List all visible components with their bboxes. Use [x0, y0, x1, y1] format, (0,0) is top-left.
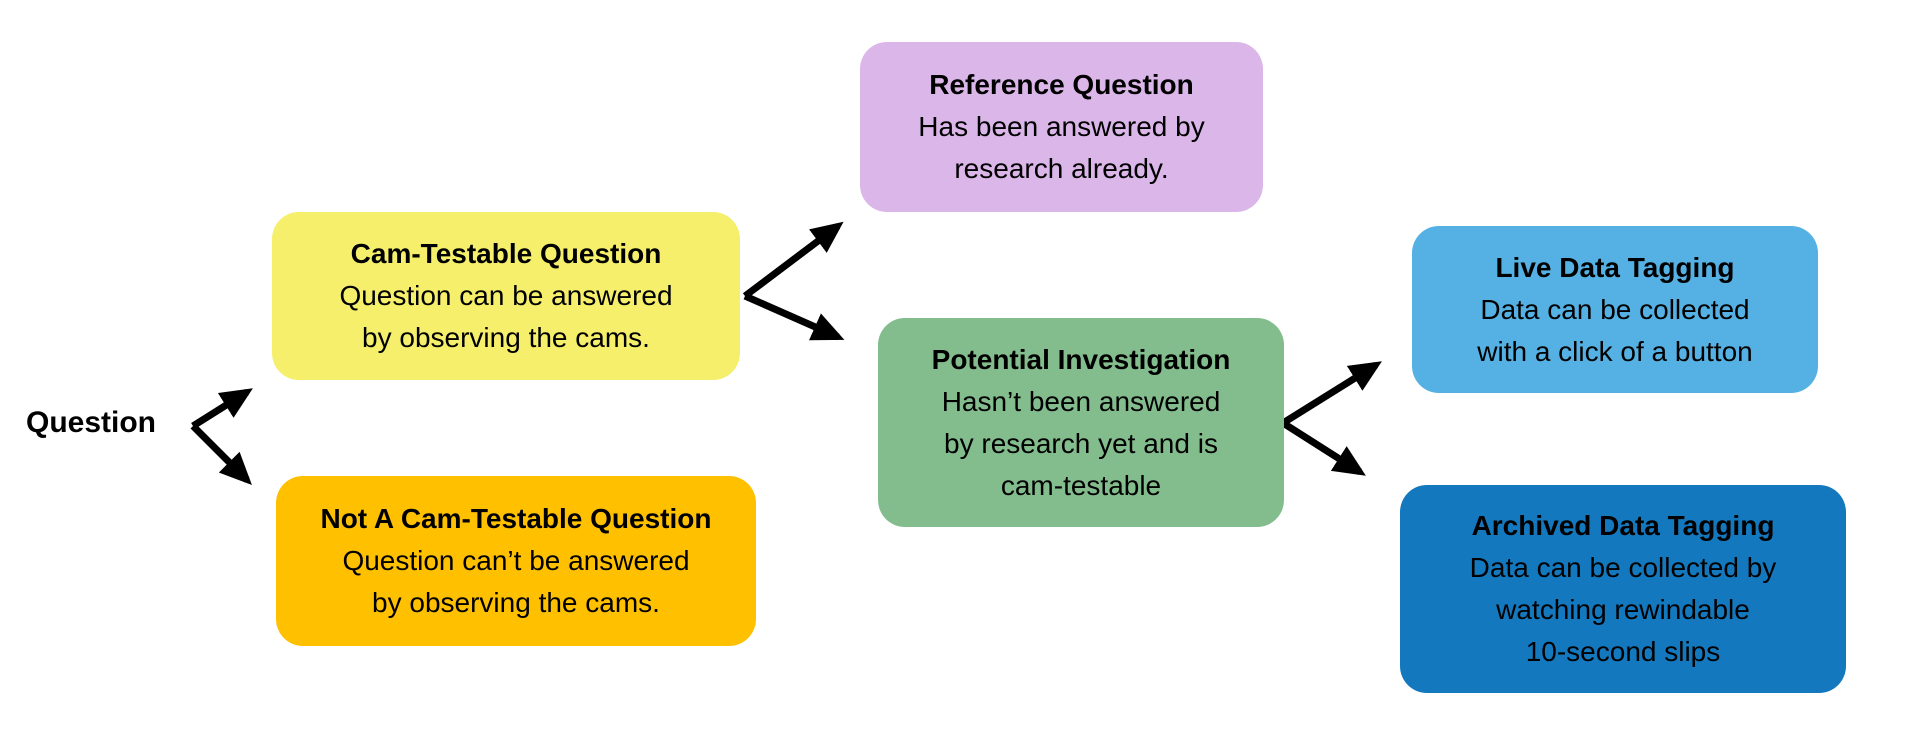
arrow-potential-to-live-tagging — [1281, 361, 1382, 426]
node-not-a-cam-testable-question: Not A Cam-Testable Question Question can… — [276, 476, 756, 646]
node-description: Data can be collected with a click of a … — [1477, 293, 1753, 367]
node-live-data-tagging: Live Data Tagging Data can be collected … — [1412, 226, 1818, 393]
node-title: Cam-Testable Question — [350, 238, 662, 269]
node-title: Potential Investigation — [931, 343, 1231, 375]
arrow-cam-testable-to-reference — [742, 221, 844, 299]
node-title: Archived Data Tagging — [1471, 510, 1775, 541]
node-title: Not A Cam-Testable Question — [320, 503, 712, 534]
node-description: Hasn’t been answered by research yet and… — [941, 385, 1221, 501]
node-description: Has been answered by research already. — [918, 111, 1205, 184]
node-reference-question: Reference Question Has been answered by … — [860, 42, 1263, 212]
root-node-question: Question — [26, 406, 157, 439]
node-cam-testable-question: Cam-Testable Question Question can be an… — [272, 212, 740, 380]
node-title: Live Data Tagging — [1495, 251, 1735, 283]
node-title: Reference Question — [929, 69, 1194, 100]
node-description: Question can be answered by observing th… — [339, 280, 673, 353]
node-archived-data-tagging: Archived Data Tagging Data can be collec… — [1400, 485, 1846, 693]
arrow-cam-testable-to-potential — [743, 292, 845, 341]
arrow-question-to-not-cam-testable — [190, 423, 252, 485]
arrow-question-to-cam-testable — [191, 388, 253, 429]
node-description: Data can be collected by watching rewind… — [1469, 552, 1777, 667]
node-description: Question can’t be answered by observing … — [342, 545, 690, 618]
arrow-potential-to-archived-tagging — [1281, 420, 1366, 476]
node-potential-investigation: Potential Investigation Hasn’t been answ… — [878, 318, 1284, 527]
